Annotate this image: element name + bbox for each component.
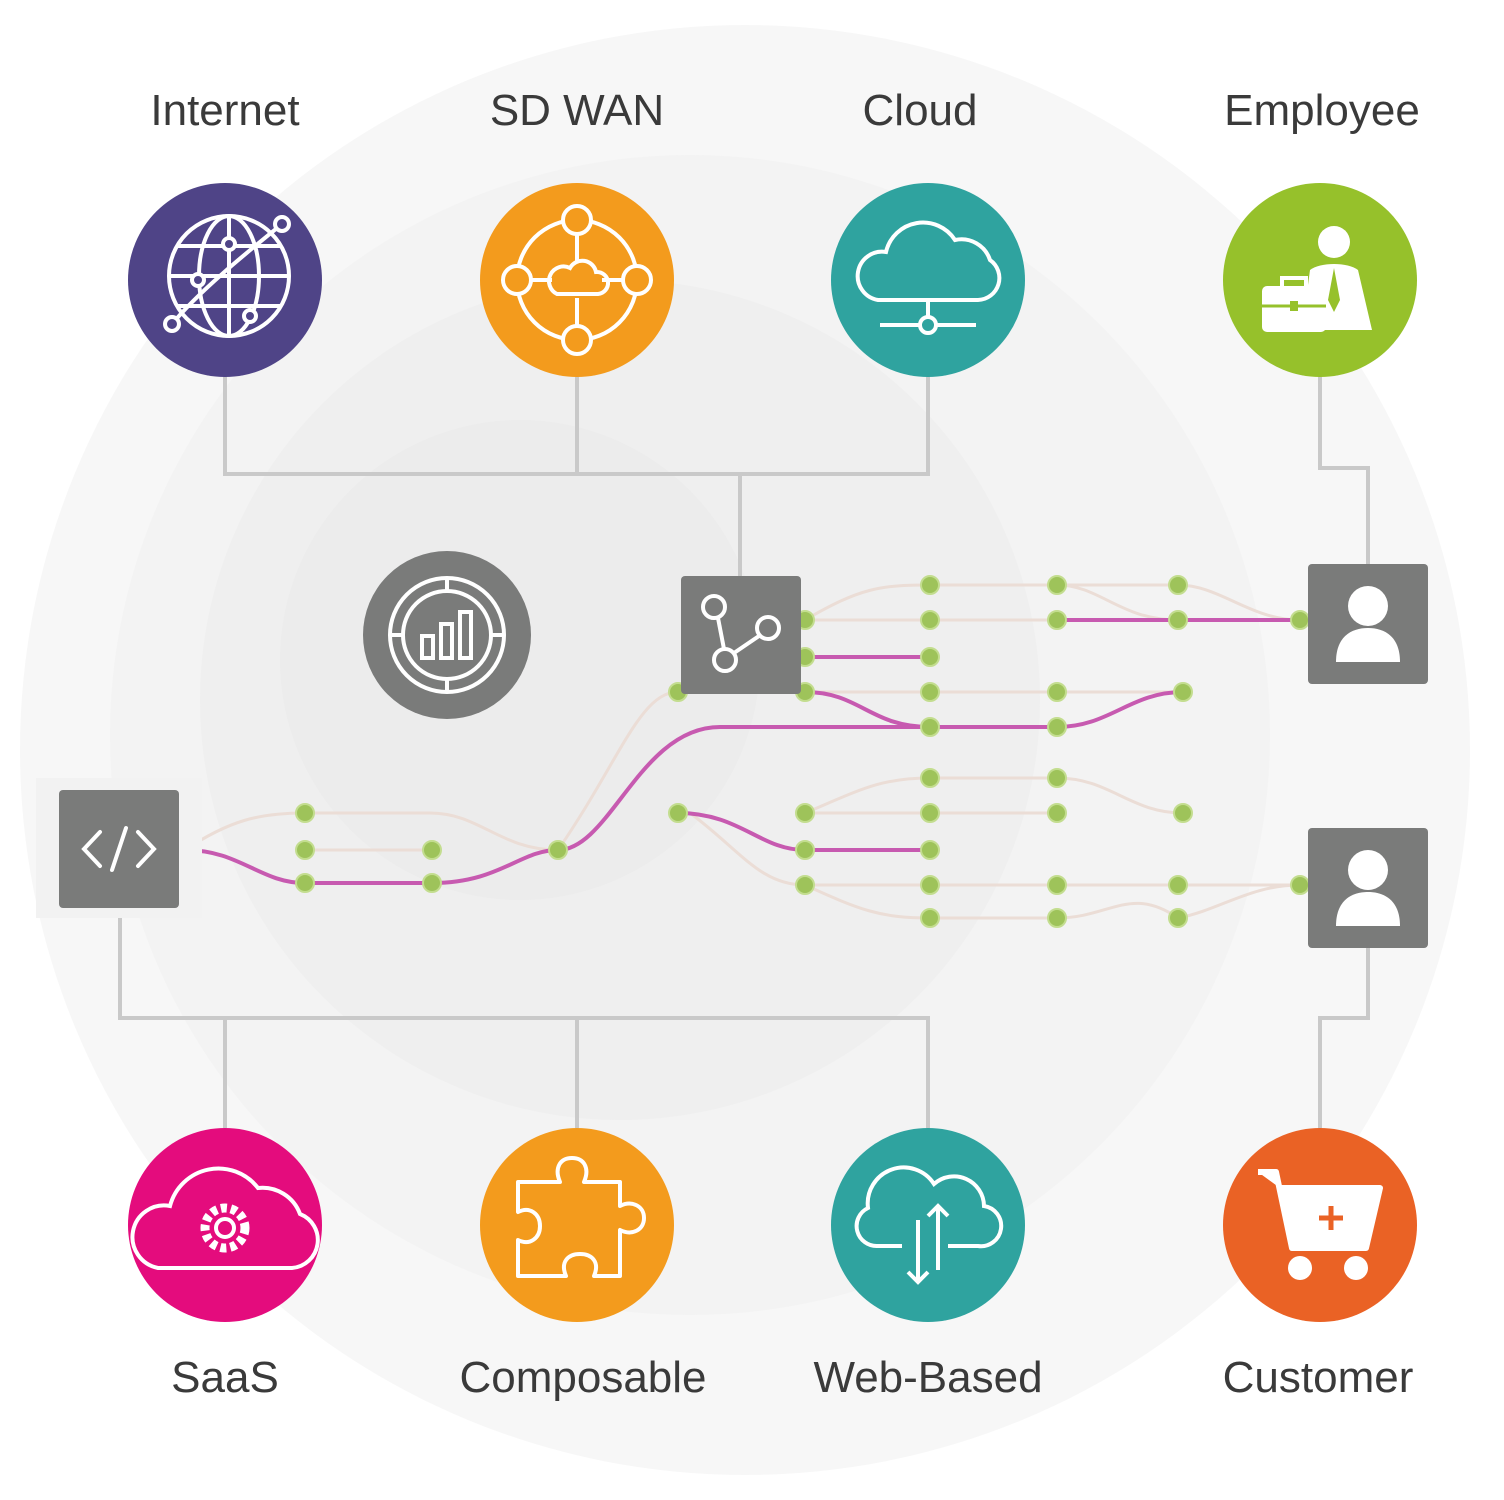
branch-merge-icon [701,594,781,673]
employee-connector [1318,372,1370,565]
cloud-gear-icon [130,1166,320,1270]
analytics-chart-icon [388,576,506,694]
node-composable[interactable] [480,1128,674,1322]
label-composable: Composable [459,1353,707,1402]
label-cloud: Cloud [862,86,978,135]
puzzle-piece-icon [516,1156,646,1278]
code-icon [81,826,157,872]
cloud-transfer-icon [854,1165,1004,1285]
label-customer: Customer [1222,1353,1414,1402]
label-employee: Employee [1224,86,1420,135]
node-analytics[interactable] [363,551,531,719]
label-internet: Internet [150,86,300,135]
node-internet[interactable] [128,183,322,377]
path-code-to-employee [184,690,1184,885]
network-dots [176,575,1310,928]
network-hub-icon [501,204,653,356]
customer-connector [1318,945,1370,1128]
node-sd-wan[interactable] [480,183,674,377]
bottom-connector [118,905,930,1128]
node-saas[interactable] [128,1128,322,1322]
node-branch[interactable] [681,576,801,694]
node-customer[interactable] [1223,1128,1417,1322]
node-user-employee[interactable] [1308,564,1428,684]
user-icon [1336,850,1400,926]
label-web-based: Web-Based [813,1353,1043,1402]
node-web-based[interactable] [831,1128,1025,1322]
node-code[interactable] [36,778,202,918]
top-connector [223,372,930,576]
node-employee[interactable] [1223,183,1417,377]
path-branch-down [804,690,931,729]
employee-briefcase-icon [1262,226,1372,332]
cloud-network-icon [855,220,1002,335]
node-cloud[interactable] [831,183,1025,377]
label-saas: SaaS [171,1353,279,1402]
connector-lines [118,372,1370,1128]
node-user-customer[interactable] [1308,828,1428,948]
label-sd-wan: SD WAN [489,86,665,135]
shopping-cart-icon [1258,1169,1383,1280]
user-icon [1336,586,1400,662]
globe-icon [163,214,291,338]
